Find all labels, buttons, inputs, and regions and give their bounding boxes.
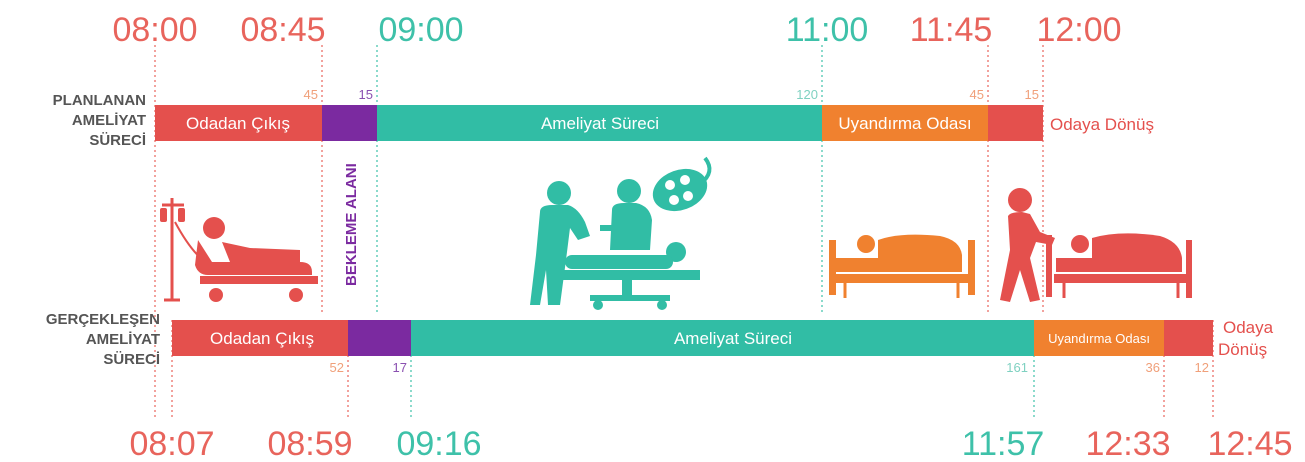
actual-row-label-line3: SÜRECİ bbox=[103, 351, 160, 368]
actual-seg-surgery bbox=[411, 320, 1034, 356]
surgical-lamp-icon bbox=[652, 156, 712, 212]
actual-time-0916: 09:16 bbox=[396, 425, 481, 462]
actual-return-outside-label-line2: Dönüş bbox=[1218, 340, 1267, 359]
planned-time-1145: 11:45 bbox=[910, 11, 993, 49]
actual-row-label-line2: AMELİYAT bbox=[86, 331, 160, 348]
actual-row-label-line1: GERÇEKLEŞEN bbox=[46, 311, 160, 328]
actual-seg-surgery-label: Ameliyat Süreci bbox=[674, 329, 792, 348]
actual-minutes-waiting: 17 bbox=[393, 360, 407, 375]
planned-seg-waiting bbox=[322, 105, 377, 141]
planned-time-0845: 08:45 bbox=[240, 11, 325, 49]
actual-seg-recovery-label: Uyandırma Odası bbox=[1048, 331, 1150, 346]
actual-minutes-return: 12 bbox=[1195, 360, 1209, 375]
planned-row-label-line3: SÜRECİ bbox=[89, 132, 146, 149]
planned-seg-recovery bbox=[822, 105, 988, 141]
actual-time-1245: 12:45 bbox=[1207, 425, 1292, 462]
actual-minutes-exit: 52 bbox=[330, 360, 344, 375]
planned-seg-exit bbox=[155, 105, 322, 141]
actual-seg-recovery bbox=[1034, 320, 1164, 356]
actual-seg-return bbox=[1164, 320, 1213, 356]
planned-time-1200: 12:00 bbox=[1036, 11, 1121, 49]
actual-minutes-recovery: 36 bbox=[1146, 360, 1160, 375]
nurse-pushing-bed-icon bbox=[1000, 188, 1192, 302]
planned-time-0900: 09:00 bbox=[378, 11, 463, 49]
actual-minutes-surgery: 161 bbox=[1006, 360, 1028, 375]
planned-minutes-surgery: 120 bbox=[796, 87, 818, 102]
actual-time-0807: 08:07 bbox=[129, 425, 214, 462]
planned-minutes-recovery: 45 bbox=[970, 87, 984, 102]
planned-minutes-waiting: 15 bbox=[359, 87, 373, 102]
actual-seg-exit bbox=[172, 320, 348, 356]
actual-timeline-bar: Odadan Çıkış Ameliyat Süreci Uyandırma O… bbox=[172, 318, 1274, 375]
planned-row-label-line1: PLANLANAN bbox=[53, 92, 146, 109]
planned-row-label-line2: AMELİYAT bbox=[72, 112, 146, 129]
planned-timeline-bar: Odadan Çıkış Ameliyat Süreci Uyandırma O… bbox=[155, 87, 1154, 141]
planned-return-outside-label: Odaya Dönüş bbox=[1050, 115, 1154, 134]
actual-seg-waiting bbox=[348, 320, 411, 356]
patient-on-stretcher-icon bbox=[160, 198, 318, 302]
actual-time-labels: 08:07 08:59 09:16 11:57 12:33 12:45 bbox=[129, 425, 1292, 462]
planned-minutes-exit: 45 bbox=[304, 87, 318, 102]
planned-row-label: PLANLANAN AMELİYAT SÜRECİ bbox=[53, 92, 146, 149]
planned-time-1100: 11:00 bbox=[786, 11, 869, 49]
actual-row-label: GERÇEKLEŞEN AMELİYAT SÜRECİ bbox=[46, 311, 160, 368]
recovery-bed-icon bbox=[829, 234, 975, 298]
planned-seg-recovery-label: Uyandırma Odası bbox=[838, 114, 971, 133]
actual-time-0859: 08:59 bbox=[267, 425, 352, 462]
planned-seg-surgery-label: Ameliyat Süreci bbox=[541, 114, 659, 133]
actual-time-1157: 11:57 bbox=[962, 425, 1045, 462]
planned-seg-return bbox=[988, 105, 1043, 141]
guide-lines bbox=[154, 45, 1214, 418]
actual-time-1233: 12:33 bbox=[1085, 425, 1170, 462]
waiting-area-label: BEKLEME ALANI bbox=[343, 163, 360, 286]
planned-seg-exit-label: Odadan Çıkış bbox=[186, 114, 290, 133]
planned-time-0800: 08:00 bbox=[112, 11, 197, 49]
surgical-team-icon bbox=[530, 179, 700, 310]
planned-time-labels: 08:00 08:45 09:00 11:00 11:45 12:00 bbox=[112, 11, 1121, 49]
planned-minutes-return: 15 bbox=[1025, 87, 1039, 102]
actual-return-outside-label-line1: Odaya bbox=[1223, 318, 1274, 337]
actual-seg-exit-label: Odadan Çıkış bbox=[210, 329, 314, 348]
planned-seg-surgery bbox=[377, 105, 822, 141]
